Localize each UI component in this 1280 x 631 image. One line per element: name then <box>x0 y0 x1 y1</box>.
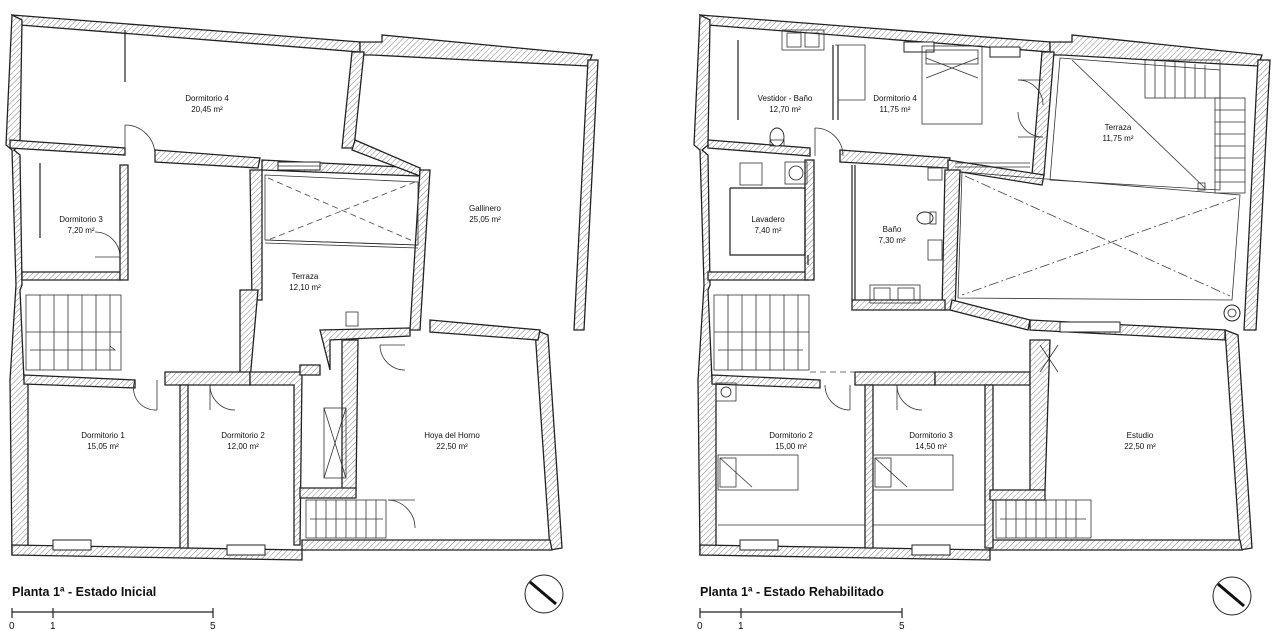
plan-estado-rehabilitado: Vestidor - Baño 12,70 m² Dormitorio 4 11… <box>693 13 1271 631</box>
room-area: 22,50 m² <box>436 442 468 451</box>
sink-fixtures <box>781 29 943 304</box>
room-name: Dormitorio 3 <box>909 431 953 440</box>
room-area: 12,70 m² <box>769 105 801 114</box>
room-area: 25,05 m² <box>469 215 501 224</box>
scale-label: 5 <box>899 621 905 631</box>
scale-label: 0 <box>697 621 703 631</box>
bed-icon <box>872 454 954 491</box>
room-labels: Vestidor - Baño 12,70 m² Dormitorio 4 11… <box>751 94 1156 451</box>
stairs-icon <box>25 294 122 371</box>
toilet-icon <box>769 127 785 147</box>
doors <box>39 30 416 529</box>
partitions <box>718 40 1059 526</box>
plan-title: Planta 1ª - Estado Inicial <box>12 585 156 599</box>
scale-label: 1 <box>50 621 56 631</box>
scale-label: 0 <box>9 621 15 631</box>
room-name: Gallinero <box>469 204 502 213</box>
outer-walls <box>5 13 599 561</box>
room-area: 22,50 m² <box>1124 442 1156 451</box>
room-area: 12,10 m² <box>289 283 321 292</box>
plan-title: Planta 1ª - Estado Rehabilitado <box>700 585 884 599</box>
bed-icon <box>717 454 799 491</box>
windows <box>739 41 1121 556</box>
scale-bar: 0 1 5 <box>697 608 905 631</box>
room-area: 11,75 m² <box>880 105 911 114</box>
north-arrow-icon <box>1212 576 1252 616</box>
room-name: Estudio <box>1127 431 1154 440</box>
room-name: Dormitorio 2 <box>769 431 813 440</box>
room-area: 11,75 m² <box>1103 134 1134 143</box>
room-labels: Dormitorio 4 20,45 m² Dormitorio 3 7,20 … <box>59 94 501 451</box>
bed-icon <box>921 45 983 125</box>
room-name: Dormitorio 1 <box>81 431 125 440</box>
doors <box>814 79 1044 411</box>
room-name: Baño <box>883 225 902 234</box>
skylight <box>957 171 1241 322</box>
room-area: 12,00 m² <box>227 442 259 451</box>
room-area: 7,20 m² <box>67 226 94 235</box>
room-name: Terraza <box>1105 123 1132 132</box>
room-area: 7,30 m² <box>878 236 905 245</box>
scale-label: 1 <box>738 621 744 631</box>
plan-estado-inicial: Dormitorio 4 20,45 m² Dormitorio 3 7,20 … <box>5 13 599 631</box>
scale-label: 5 <box>210 621 216 631</box>
room-name: Hoya del Horno <box>424 431 480 440</box>
windows <box>52 161 321 556</box>
washing-machine-icon <box>715 161 808 402</box>
terraza-skylight <box>264 174 419 249</box>
room-area: 14,50 m² <box>915 442 947 451</box>
room-area: 15,00 m² <box>775 442 807 451</box>
stairs-icon <box>713 294 810 371</box>
room-name: Dormitorio 4 <box>873 94 917 103</box>
room-area: 20,45 m² <box>191 105 223 114</box>
scale-bar: 0 1 5 <box>9 608 216 631</box>
room-name: Dormitorio 3 <box>59 215 103 224</box>
room-name: Lavadero <box>751 215 785 224</box>
toilet-icon <box>916 211 937 225</box>
oven-shaft <box>323 311 359 479</box>
room-area: 7,40 m² <box>754 226 781 235</box>
room-area: 15,05 m² <box>87 442 119 451</box>
north-arrow-icon <box>524 574 564 614</box>
stairs-icon <box>995 499 1092 539</box>
room-name: Dormitorio 2 <box>221 431 265 440</box>
room-name: Terraza <box>292 272 319 281</box>
room-name: Vestidor - Baño <box>758 94 813 103</box>
room-name: Dormitorio 4 <box>185 94 229 103</box>
stairs-icon <box>305 499 387 539</box>
terraza-upper <box>1049 57 1246 194</box>
